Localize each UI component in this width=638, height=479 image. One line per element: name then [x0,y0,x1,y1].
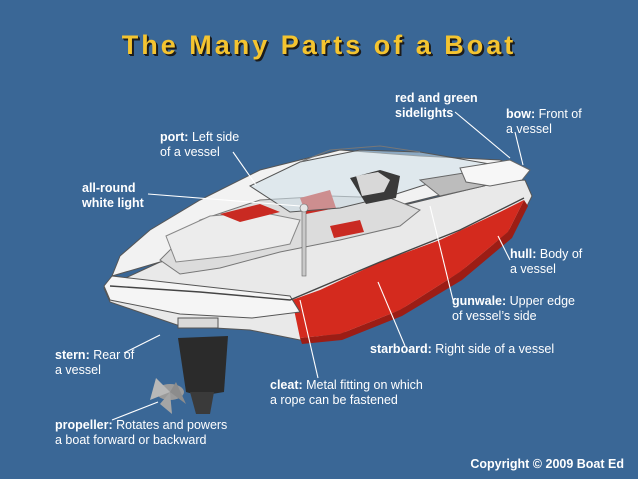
label-hull-line2: a vessel [510,262,556,276]
label-stern-term: stern: [55,348,90,362]
label-all-round-light: all-round white light [82,181,144,211]
label-gunwale-line1: Upper edge [506,294,575,308]
label-propeller-term: propeller: [55,418,113,432]
label-stern-line2: a vessel [55,363,101,377]
hull-shape [103,179,533,344]
label-port-line2: of a vessel [160,145,220,159]
label-hull: hull: Body of a vessel [510,247,582,277]
label-port-term: port: [160,130,189,144]
label-gunwale: gunwale: Upper edge of vessel’s side [452,294,575,324]
label-bow-term: bow: [506,107,536,121]
label-hull-line1: Body of [536,247,583,261]
label-stern-line1: Rear of [89,348,135,362]
label-cleat-line1: Metal fitting on which [302,378,423,392]
outdrive [178,336,228,414]
label-sidelights-line1: red and green [395,91,478,105]
label-gunwale-term: gunwale: [452,294,507,308]
deck-shape [109,145,531,301]
label-port: port: Left side of a vessel [160,130,239,160]
label-hull-term: hull: [510,247,537,261]
label-bow-line1: Front of [535,107,582,121]
diagram-title: The Many Parts of a Boat [121,30,517,60]
label-cleat-term: cleat: [270,378,303,392]
label-cleat: cleat: Metal fitting on which a rope can… [270,378,423,408]
label-stern: stern: Rear of a vessel [55,348,134,378]
label-port-line1: Left side [188,130,240,144]
label-allround-line1: all-round [82,181,136,195]
label-cleat-line2: a rope can be fastened [270,393,398,407]
label-starboard-term: starboard: [370,342,432,356]
copyright-notice: Copyright © 2009 Boat Ed [470,457,624,471]
label-propeller-line1: Rotates and powers [112,418,228,432]
label-propeller-line2: a boat forward or backward [55,433,207,447]
label-sidelights: red and green sidelights [395,91,478,121]
label-gunwale-line2: of vessel’s side [452,309,537,323]
propeller-shape [150,378,186,414]
label-bow: bow: Front of a vessel [506,107,582,137]
label-bow-line2: a vessel [506,122,552,136]
label-allround-line2: white light [82,196,144,210]
label-propeller: propeller: Rotates and powers a boat for… [55,418,227,448]
label-starboard-line1: Right side of a vessel [431,342,555,356]
label-starboard: starboard: Right side of a vessel [370,342,554,357]
leader-lines [111,111,524,421]
label-sidelights-line2: sidelights [395,106,454,120]
